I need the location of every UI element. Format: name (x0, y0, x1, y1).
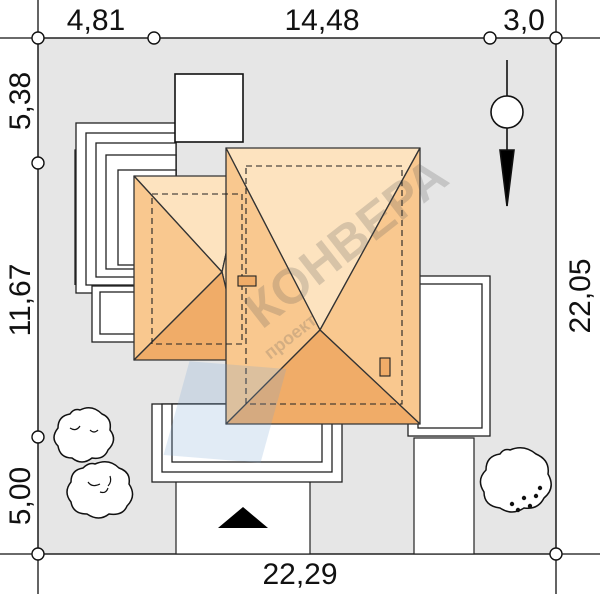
dim-top-left: 4,81 (67, 4, 125, 37)
dimension-points (31, 31, 563, 561)
dim-left-bottom: 5,00 (4, 467, 37, 525)
chimney-tall (379, 357, 391, 377)
driveway (175, 437, 475, 555)
tree-texture (69, 425, 543, 513)
chimney-small (237, 275, 257, 287)
dim-bottom: 22,29 (262, 558, 337, 591)
entrance-arrow-icon (218, 507, 268, 528)
roof-main (225, 147, 421, 425)
dim-left-top: 5,38 (4, 72, 37, 130)
dim-top-middle: 14,48 (284, 4, 359, 37)
dim-right: 22,05 (564, 258, 597, 333)
dim-top-right: 3,0 (503, 4, 545, 37)
annex-block (174, 73, 244, 143)
dim-left-middle: 11,67 (4, 264, 37, 337)
north-arrow-icon (490, 60, 524, 207)
tree-icon (53, 407, 552, 519)
wall-outline-dashed (151, 165, 403, 405)
